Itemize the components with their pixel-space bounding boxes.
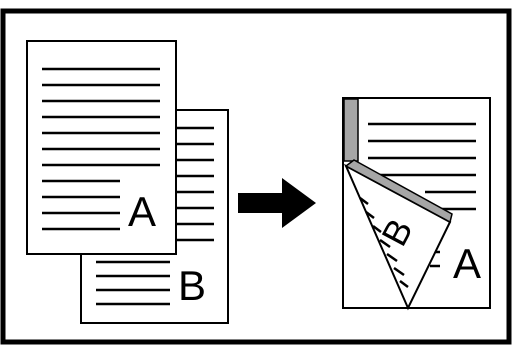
page-letter-a: A	[128, 188, 156, 235]
booklet-folded-page: B	[343, 159, 453, 311]
page-letter-a: A	[453, 240, 481, 287]
page-text-lines	[42, 67, 160, 231]
page-text-lines	[359, 197, 409, 288]
page-text-lines	[96, 126, 214, 306]
result-booklet: A B	[342, 97, 491, 311]
right-arrow-icon	[238, 178, 316, 228]
binding-strip	[343, 98, 359, 162]
page-letter-b: B	[178, 262, 206, 309]
source-page-front: A	[26, 40, 177, 255]
